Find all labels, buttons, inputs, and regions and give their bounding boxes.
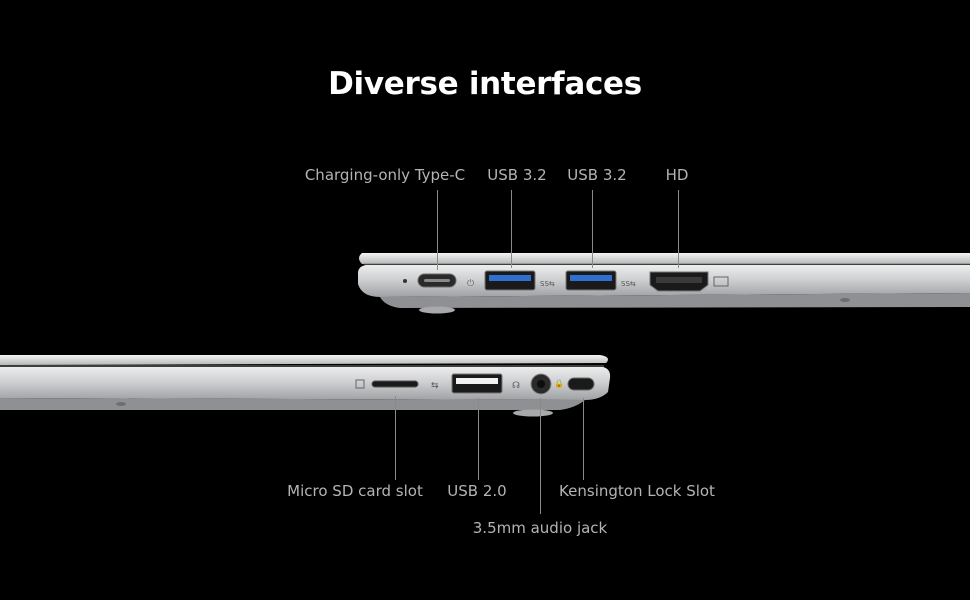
- leader-line: [583, 398, 584, 480]
- label-micro-sd: Micro SD card slot: [287, 482, 423, 500]
- leader-line: [511, 190, 512, 268]
- base-bottom: [0, 398, 585, 410]
- charge-icon: ⏻: [467, 278, 474, 289]
- sd-icon: [355, 379, 365, 389]
- label-audio-jack: 3.5mm audio jack: [472, 519, 608, 537]
- leader-line: [678, 190, 679, 268]
- label-hd: HD: [665, 166, 689, 184]
- label-charging-type-c: Charging-only Type-C: [304, 166, 466, 184]
- usb-icon: ⇆: [431, 381, 439, 391]
- leader-line: [478, 398, 479, 480]
- label-usb-3-2-a: USB 3.2: [487, 166, 547, 184]
- lid-edge: [359, 253, 970, 264]
- leader-line: [395, 396, 396, 480]
- leader-line: [437, 190, 438, 270]
- lid-edge: [0, 355, 608, 365]
- base-bottom: [380, 293, 970, 308]
- lock-icon: 🔒: [554, 379, 564, 388]
- display-icon: [713, 276, 729, 287]
- leader-line: [540, 398, 541, 514]
- label-usb-3-2-b: USB 3.2: [567, 166, 627, 184]
- laptop-left-side: ⇆ ☊ 🔒: [0, 355, 611, 417]
- usb-ss-icon: SS⇆: [540, 280, 555, 288]
- kensington-lock-slot: [567, 377, 595, 391]
- page-title: Diverse interfaces: [328, 66, 642, 102]
- label-usb-2-0: USB 2.0: [447, 482, 507, 500]
- rubber-foot: [419, 306, 455, 314]
- rubber-foot: [513, 409, 553, 417]
- headphone-icon: ☊: [512, 381, 520, 391]
- label-kensington: Kensington Lock Slot: [559, 482, 715, 500]
- usb-ss-icon: SS⇆: [621, 280, 636, 288]
- laptop-right-side: ⏻ SS⇆ SS⇆: [358, 253, 970, 314]
- power-led-icon: [403, 279, 407, 283]
- micro-sd-slot: [371, 380, 419, 388]
- leader-line: [592, 190, 593, 268]
